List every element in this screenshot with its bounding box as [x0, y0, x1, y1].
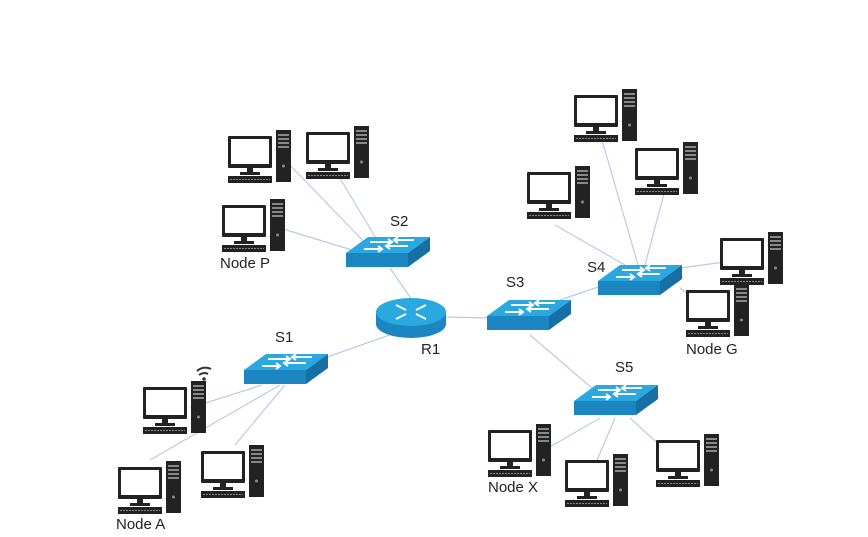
switch-s5-icon: [573, 384, 659, 416]
computer-node-g: [685, 283, 750, 338]
switch-s1-label: S1: [275, 329, 293, 346]
computer-s4-d: [719, 231, 784, 286]
switch-s3-label: S3: [506, 274, 524, 291]
computer-s4-c: [526, 165, 591, 220]
switch-s1-icon: [243, 353, 329, 385]
node-x-label: Node X: [488, 479, 538, 496]
computer-s4-b: [634, 141, 699, 196]
computer-node-a: [117, 460, 182, 515]
switch-s3-icon: [486, 299, 572, 331]
computer-s5-b: [655, 433, 720, 488]
switch-s4-icon: [597, 264, 683, 296]
wifi-icon: [196, 366, 212, 381]
node-p-label: Node P: [220, 255, 270, 272]
computer-s4-a: [573, 88, 638, 143]
switch-s2-label: S2: [390, 213, 408, 230]
switch-s2-icon: [345, 236, 431, 268]
computer-s2-b: [305, 125, 370, 180]
router-icon: [376, 298, 446, 338]
computer-s5-a: [564, 453, 629, 508]
switch-s5-label: S5: [615, 359, 633, 376]
computer-node-x: [487, 423, 552, 478]
computer-node-p: [221, 198, 286, 253]
node-a-label: Node A: [116, 516, 165, 533]
switch-s4-label: S4: [587, 259, 605, 276]
computer-s2-a: [227, 129, 292, 184]
computer-s1-a: [142, 380, 207, 435]
node-g-label: Node G: [686, 341, 738, 358]
router-r1-label: R1: [421, 341, 440, 358]
computer-s1-b: [200, 444, 265, 499]
